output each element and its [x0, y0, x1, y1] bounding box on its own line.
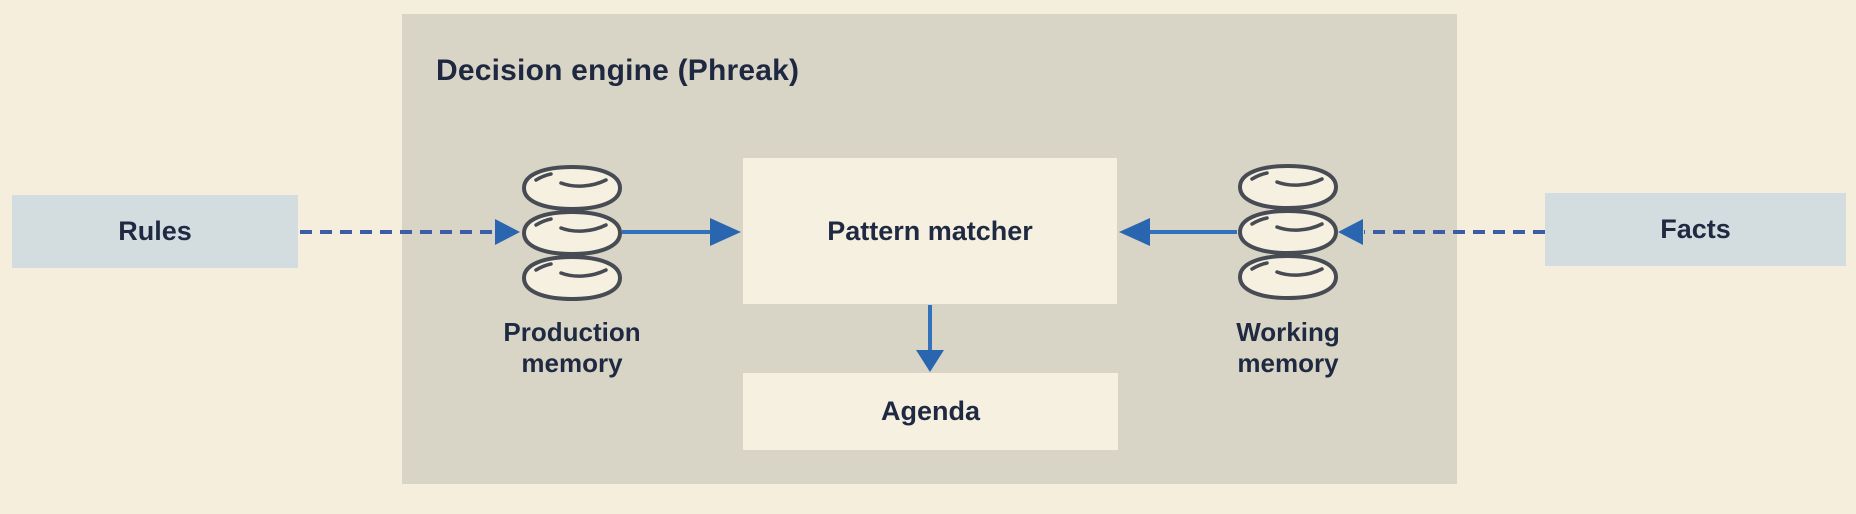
rules-node: Rules — [12, 195, 298, 268]
database-icon — [522, 165, 622, 301]
database-icon — [1238, 164, 1338, 300]
facts-label: Facts — [1660, 214, 1731, 244]
agenda-node: Agenda — [743, 373, 1118, 450]
working-memory-label: Working memory — [1178, 317, 1398, 379]
facts-node: Facts — [1545, 193, 1846, 266]
decision-engine-title: Decision engine (Phreak) — [436, 54, 800, 87]
pattern-matcher-label: Pattern matcher — [827, 215, 1033, 246]
rules-label: Rules — [118, 216, 192, 246]
production-memory-label-line1: Production — [503, 317, 641, 347]
agenda-label: Agenda — [880, 396, 980, 426]
production-memory-label: Production memory — [462, 317, 682, 379]
production-memory-label-line2: memory — [521, 348, 623, 378]
working-memory-label-line2: memory — [1237, 348, 1339, 378]
pattern-matcher-node: Pattern matcher — [743, 158, 1117, 304]
working-memory-label-line1: Working — [1236, 317, 1340, 347]
